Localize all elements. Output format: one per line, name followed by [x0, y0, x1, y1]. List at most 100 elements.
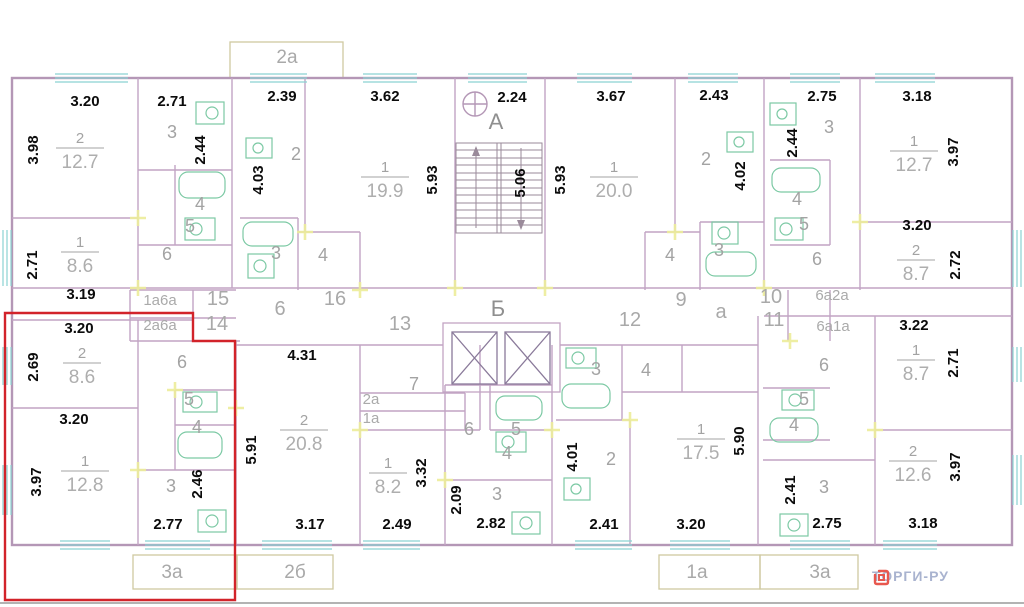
corridor-number-label: 6 — [274, 298, 285, 320]
room-area-fraction: 212.7 — [56, 130, 104, 173]
dimension-label: 3.67 — [596, 88, 625, 105]
toilet-icon — [711, 221, 739, 245]
svg-text:8.6: 8.6 — [69, 367, 95, 388]
dimension-label: 2.46 — [189, 469, 206, 498]
svg-text:1: 1 — [381, 159, 389, 176]
bathtub-icon — [242, 221, 294, 247]
svg-text:8.7: 8.7 — [903, 364, 929, 385]
svg-text:2: 2 — [909, 443, 917, 460]
dimension-label: 2.77 — [153, 516, 182, 533]
dimension-label: 4.02 — [732, 161, 749, 190]
dimension-label: 5.93 — [424, 165, 441, 194]
dimension-label: 3.97 — [28, 467, 45, 496]
room-number-label: 6 — [177, 352, 187, 372]
dimension-label: 4.03 — [250, 165, 267, 194]
bathtub-icon — [177, 431, 223, 459]
svg-text:12.7: 12.7 — [62, 152, 99, 173]
dimension-label: 2.24 — [497, 89, 527, 106]
room-number-label: 3 — [824, 117, 834, 137]
svg-text:19.9: 19.9 — [367, 181, 404, 202]
dimension-label: 2.82 — [476, 515, 505, 532]
sink-icon — [511, 511, 541, 535]
room-number-label: 3 — [492, 484, 502, 504]
svg-text:20.8: 20.8 — [286, 434, 323, 455]
closet-label: 1а — [363, 410, 380, 427]
dimension-label: 3.62 — [370, 88, 399, 105]
room-number-label: 3 — [167, 122, 177, 142]
svg-text:1: 1 — [912, 342, 920, 359]
room-area-fraction: 18.7 — [897, 342, 935, 385]
room-area-fraction: 220.8 — [280, 412, 328, 455]
sink-icon — [245, 137, 273, 159]
sink-icon — [769, 102, 797, 126]
room-number-label: 4 — [502, 443, 512, 463]
dimension-label: 3.32 — [413, 458, 430, 487]
svg-text:8.2: 8.2 — [375, 477, 401, 498]
toilet-icon — [247, 253, 275, 279]
corridor-number-label: 11 — [764, 309, 785, 331]
room-area-fraction: 117.5 — [677, 421, 725, 464]
svg-text:1: 1 — [697, 421, 705, 438]
room-number-label: 6 — [812, 249, 822, 269]
svg-text:1: 1 — [610, 159, 618, 176]
section-letter-label: А — [489, 109, 504, 134]
room-number-label: 4 — [789, 415, 799, 435]
room-area-fraction: 28.7 — [897, 242, 935, 285]
dimension-label: 2.39 — [267, 88, 296, 105]
room-number-label: 3 — [166, 476, 176, 496]
svg-text:20.0: 20.0 — [596, 181, 633, 202]
svg-text:1: 1 — [910, 133, 918, 150]
corridor-number-label: 15 — [207, 288, 229, 310]
sink-icon — [726, 131, 754, 153]
dimension-label: 5.91 — [243, 435, 260, 464]
svg-text:2: 2 — [300, 412, 308, 429]
room-number-label: 3 — [591, 359, 601, 379]
closet-label: 6а1а — [816, 318, 850, 335]
corridor-number-label: а — [715, 301, 727, 323]
room-area-fraction: 119.9 — [361, 159, 409, 202]
dimension-label: 2.41 — [782, 475, 799, 504]
room-number-label: 2 — [606, 449, 616, 469]
toilet-icon — [565, 347, 597, 369]
watermark-text: ТОРГИ-РУ — [872, 568, 949, 584]
room-number-label: 4 — [192, 417, 202, 437]
dimension-label: 3.20 — [676, 516, 705, 533]
balcony-label: 3а — [161, 562, 183, 583]
dimension-label: 5.90 — [731, 426, 748, 455]
bathtub-icon — [178, 171, 226, 199]
dimension-label: 2.71 — [945, 348, 962, 377]
corridor-number-label: 9 — [675, 289, 686, 311]
room-number-label: 7 — [409, 374, 419, 394]
svg-text:17.5: 17.5 — [683, 443, 720, 464]
dimension-label: 5.06 — [512, 168, 529, 197]
sink-icon — [779, 513, 809, 537]
house-icon — [873, 569, 890, 586]
svg-text:1: 1 — [81, 453, 89, 470]
room-area-fraction: 112.8 — [61, 453, 109, 496]
dimension-label: 3.97 — [947, 452, 964, 481]
interior-walls — [12, 78, 1012, 545]
junction-ticks — [130, 210, 883, 488]
bathtub-icon — [769, 417, 819, 443]
svg-text:8.6: 8.6 — [67, 256, 93, 277]
dimension-label: 2.75 — [812, 515, 841, 532]
dimension-label: 5.93 — [552, 165, 569, 194]
section-letter-label: Б — [491, 296, 505, 321]
balcony-label: 2а — [276, 47, 298, 68]
dimension-label: 3.18 — [908, 515, 937, 532]
dimension-label: 3.98 — [25, 135, 42, 164]
staircase-icon — [455, 142, 543, 234]
svg-text:2: 2 — [76, 130, 84, 147]
fixtures — [177, 101, 821, 537]
corridor-number-label: 10 — [760, 286, 782, 308]
room-area-fraction: 120.0 — [590, 159, 638, 202]
closet-label: 6а2а — [815, 287, 849, 304]
room-number-label: 6 — [162, 244, 172, 264]
corridor-number-label: 16 — [324, 288, 346, 310]
dimension-label: 3.18 — [902, 88, 931, 105]
room-number-label: 6 — [819, 355, 829, 375]
room-area-fraction: 18.6 — [61, 234, 99, 277]
room-number-label: 5 — [184, 389, 194, 409]
